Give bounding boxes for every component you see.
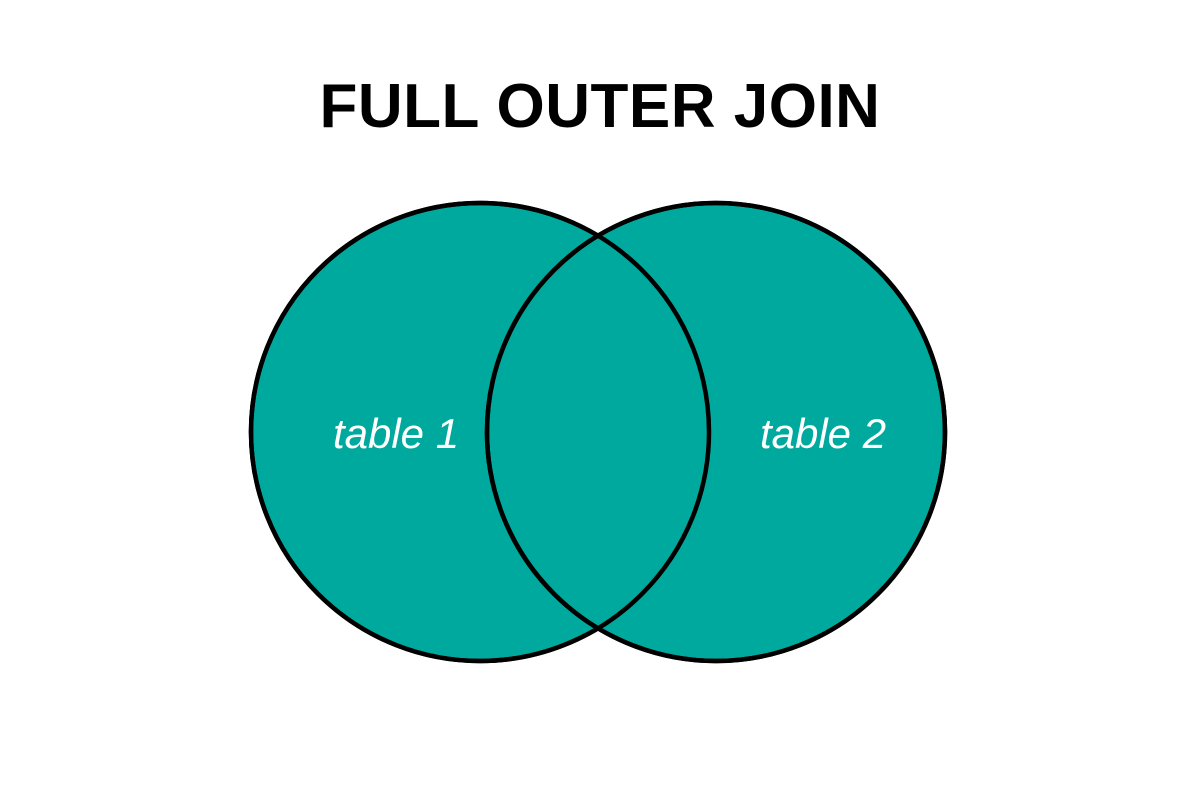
- venn-circle-table-1-outline: [248, 200, 712, 664]
- venn-circle-table-2-outline: [484, 200, 948, 664]
- venn-label-table-1: table 1: [332, 410, 460, 457]
- page-title: FULL OUTER JOIN: [319, 72, 881, 141]
- venn-label-table-2: table 2: [759, 410, 887, 457]
